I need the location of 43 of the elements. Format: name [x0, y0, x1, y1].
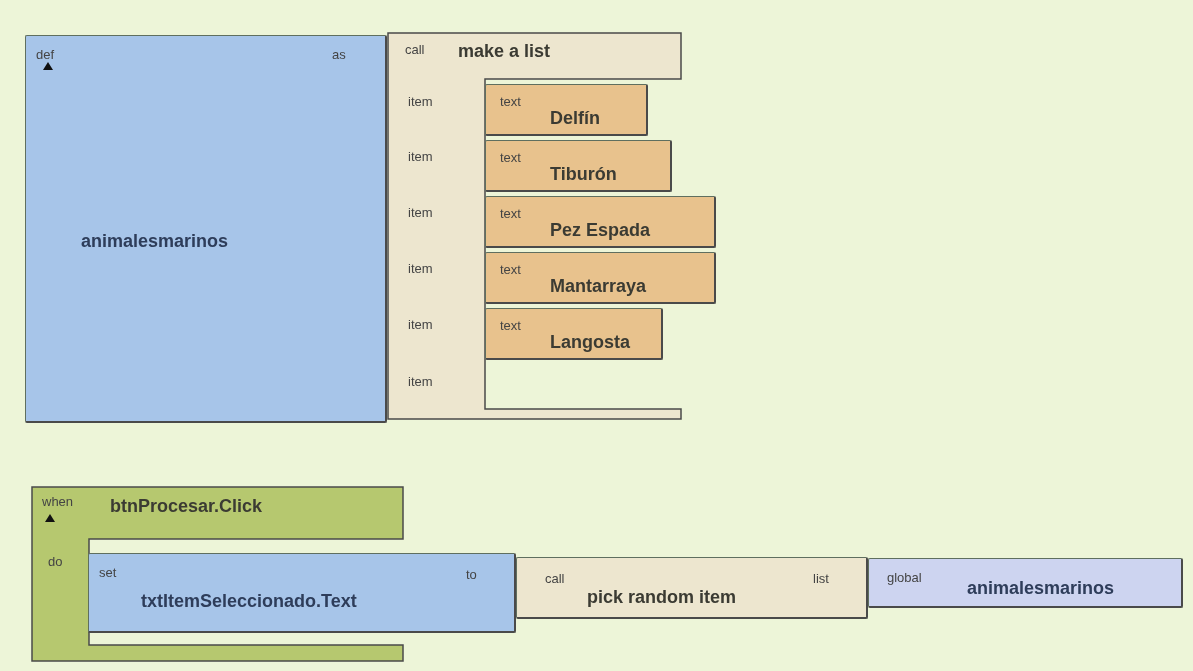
- block-keyword: def: [36, 48, 55, 63]
- block-keyword: item: [408, 318, 433, 333]
- block-title: animalesmarinos: [81, 232, 229, 252]
- text-block: [485, 308, 663, 360]
- text-block: [485, 140, 672, 192]
- block-keyword: list: [813, 572, 829, 587]
- block-title: pick random item: [587, 588, 737, 608]
- block-keyword: do: [48, 555, 63, 570]
- text-block: [485, 84, 648, 136]
- block-keyword: item: [408, 95, 433, 110]
- block-keyword: call: [405, 43, 425, 58]
- block-title: make a list: [458, 42, 551, 62]
- block-keyword: text: [500, 319, 521, 334]
- text-block: [485, 196, 716, 248]
- block-keyword: call: [545, 572, 565, 587]
- block-title: Tiburón: [550, 165, 617, 185]
- block-keyword: global: [887, 571, 922, 586]
- block-title: Pez Espada: [550, 221, 651, 241]
- block-title: Delfín: [550, 109, 600, 129]
- block-keyword: item: [408, 375, 433, 390]
- list-block: [388, 33, 681, 419]
- block-keyword: when: [42, 495, 74, 510]
- block-keyword: as: [332, 48, 346, 63]
- block-keyword: item: [408, 150, 433, 165]
- variable-block: [868, 558, 1183, 608]
- block-keyword: text: [500, 263, 521, 278]
- block-keyword: item: [408, 262, 433, 277]
- text-block: [485, 252, 716, 304]
- block-keyword: text: [500, 207, 521, 222]
- event-block: [32, 487, 403, 661]
- block-keyword: set: [99, 566, 117, 581]
- block-keyword: to: [466, 568, 477, 583]
- setter-block: [88, 553, 516, 633]
- block-title: btnProcesar.Click: [110, 497, 263, 517]
- block-title: txtItemSeleccionado.Text: [141, 592, 357, 612]
- block-title: Mantarraya: [550, 277, 647, 297]
- block-keyword: text: [500, 95, 521, 110]
- block-keyword: text: [500, 151, 521, 166]
- block-keyword: item: [408, 206, 433, 221]
- block-title: animalesmarinos: [967, 579, 1115, 599]
- block-title: Langosta: [550, 333, 630, 353]
- procedure-call-block: [516, 557, 868, 619]
- definition-block: [25, 35, 387, 423]
